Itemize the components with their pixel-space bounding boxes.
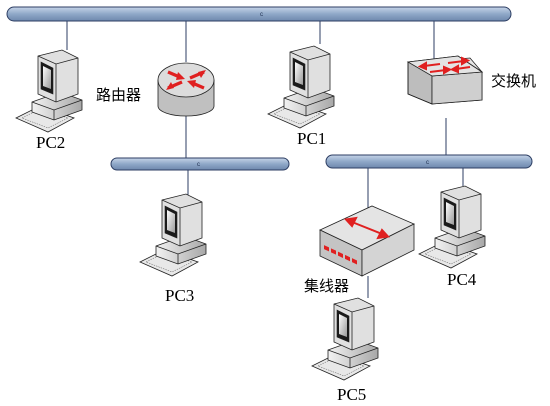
- bus-marker: c: [426, 160, 429, 166]
- bus-marker: c: [197, 162, 200, 168]
- links: [66, 21, 464, 298]
- pc4-computer-icon: [418, 185, 486, 269]
- pc3-label: PC3: [165, 286, 194, 305]
- router-label: 路由器: [96, 86, 141, 104]
- pc1-label: PC1: [297, 129, 326, 148]
- switch-icon: [406, 55, 484, 105]
- pc3-computer-icon: [139, 193, 207, 277]
- pc5-label: PC5: [337, 385, 366, 404]
- pc2-computer-icon: [15, 49, 83, 133]
- switch-segment-bus: c: [325, 154, 533, 169]
- router-segment-bus: c: [110, 157, 290, 171]
- pc1-computer-icon: [267, 45, 335, 129]
- backbone-bus: c: [6, 6, 512, 22]
- pc4-label: PC4: [447, 270, 477, 289]
- bus-marker: c: [260, 12, 263, 18]
- pc2-label: PC2: [36, 133, 65, 152]
- switch-label: 交换机: [491, 72, 536, 90]
- hub-icon: [319, 205, 415, 277]
- router-icon: [157, 62, 215, 117]
- hub-label: 集线器: [304, 277, 349, 295]
- pc5-computer-icon: [311, 297, 379, 381]
